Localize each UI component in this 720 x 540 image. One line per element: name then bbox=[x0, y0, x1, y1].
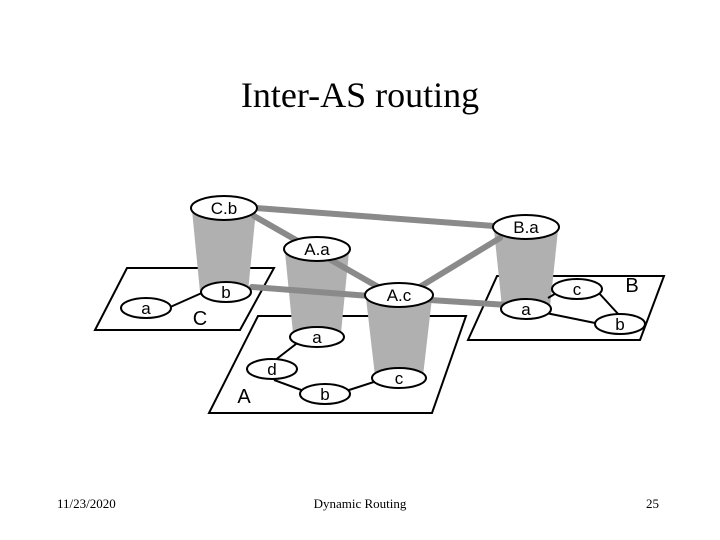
router-a-a-top bbox=[283, 236, 351, 262]
link-ac-ba bbox=[427, 297, 511, 308]
router-b-a-top bbox=[492, 214, 560, 240]
link-b-a-b bbox=[545, 312, 601, 325]
cylinder-b bbox=[494, 230, 558, 307]
label-a-d: d bbox=[267, 360, 276, 379]
router-c-b-top bbox=[190, 195, 258, 221]
label-a-a: a bbox=[312, 328, 322, 347]
as-label-c: C bbox=[193, 308, 207, 330]
slide-title: Inter-AS routing bbox=[240, 75, 480, 115]
label-b-b: b bbox=[615, 315, 624, 334]
label-b-a-top: B.a bbox=[513, 218, 539, 237]
router-c-a bbox=[120, 297, 172, 319]
router-a-d bbox=[246, 358, 298, 380]
link-cb-ba bbox=[253, 205, 497, 229]
cylinder-c bbox=[192, 210, 256, 292]
footer-title: Dynamic Routing bbox=[313, 496, 407, 511]
label-a-c: c bbox=[395, 369, 404, 388]
router-a-a bbox=[289, 326, 345, 348]
link-a-d-b bbox=[273, 379, 305, 392]
label-c-b: C.b bbox=[211, 199, 237, 218]
router-a-c bbox=[371, 367, 427, 389]
label-a-a-top: A.a bbox=[304, 240, 330, 259]
label-a-c-top: A.c bbox=[387, 286, 412, 305]
link-b-c-b bbox=[597, 291, 621, 317]
link-c-a-b bbox=[167, 291, 205, 309]
router-b-c bbox=[551, 278, 603, 300]
router-c-b-inner bbox=[200, 281, 252, 303]
page-number: 25 bbox=[646, 496, 659, 511]
link-cb-inner-ac bbox=[249, 284, 373, 299]
as-label-b: B bbox=[625, 275, 638, 297]
link-a-a-d bbox=[273, 343, 297, 362]
cylinder-ac bbox=[366, 298, 432, 376]
router-b-b bbox=[594, 313, 646, 335]
router-a-b bbox=[299, 383, 351, 405]
label-b-c: c bbox=[573, 280, 582, 299]
label-a-b: b bbox=[320, 385, 329, 404]
as-label-a: A bbox=[237, 386, 251, 408]
footer-date: 11/23/2020 bbox=[57, 496, 116, 511]
label-c-b-inner: b bbox=[221, 283, 230, 302]
label-c-a: a bbox=[141, 299, 151, 318]
router-b-a bbox=[500, 298, 552, 320]
router-a-c-top bbox=[364, 282, 434, 308]
link-ba-ac bbox=[415, 235, 503, 291]
label-b-a: a bbox=[521, 300, 531, 319]
